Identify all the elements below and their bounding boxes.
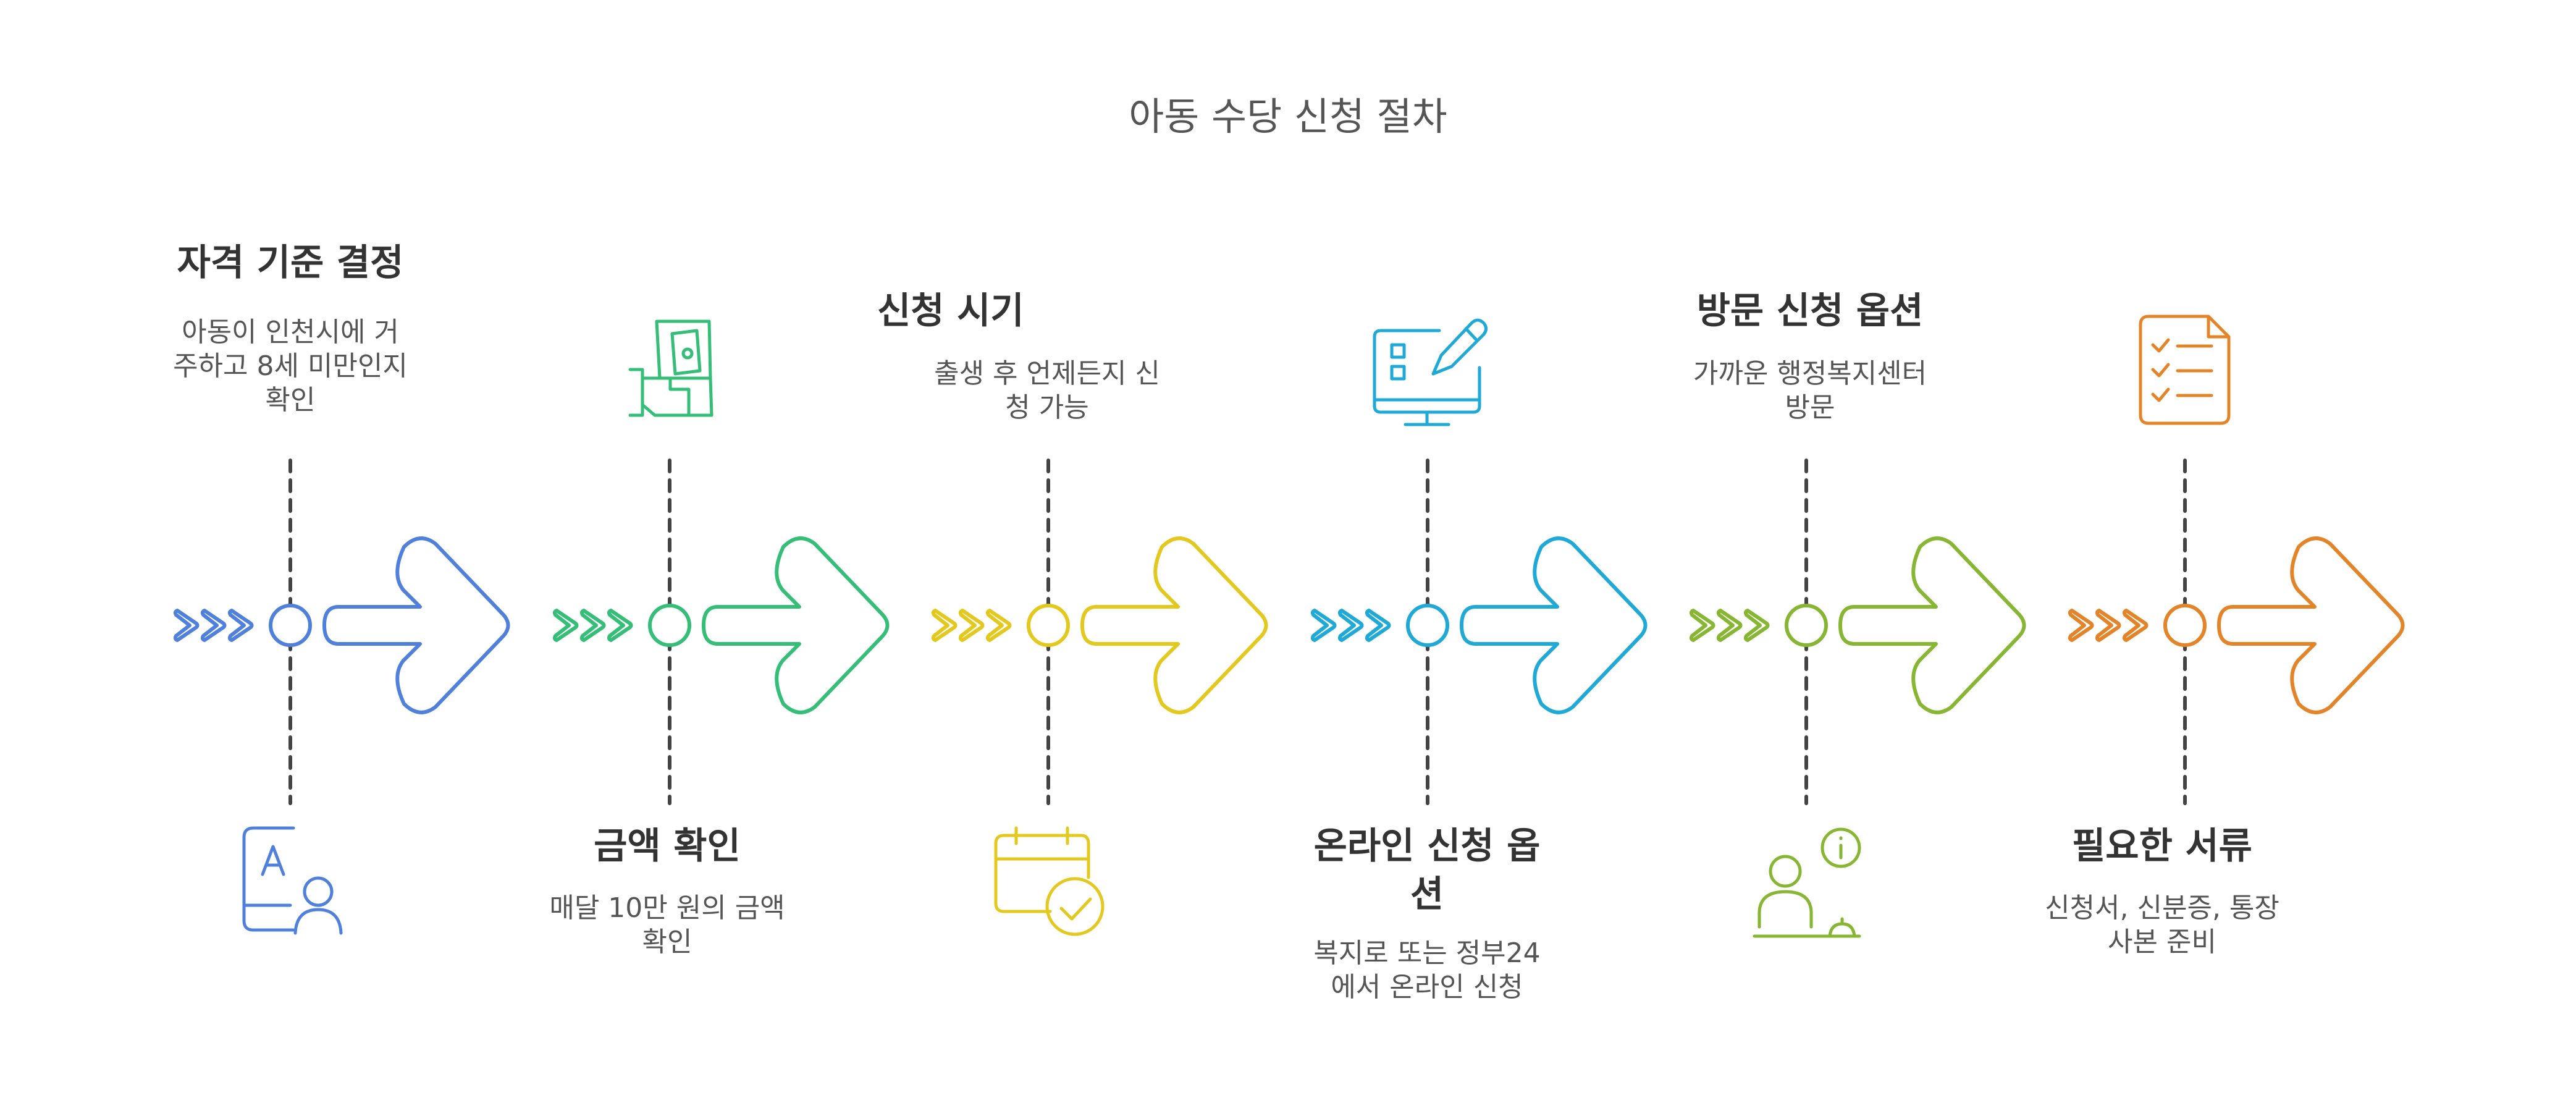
- step-6-node-circle: [2163, 604, 2207, 647]
- chevron-icon: [607, 609, 633, 642]
- step-5-description: 가까운 행정복지센터 방문: [1631, 357, 1989, 425]
- step-5-big-arrow: [1838, 536, 2026, 714]
- step-6-desc-line: 사본 준비: [2108, 926, 2216, 958]
- step-3-title: 신청 시기: [877, 289, 1024, 332]
- chevron-icon: [985, 609, 1012, 642]
- step-3-desc-line: 청 가능: [1005, 392, 1089, 423]
- chevron-icon: [2095, 609, 2121, 642]
- step-6-title: 필요한 서류: [2072, 824, 2252, 867]
- step-1-description: 아동이 인천시에 거 주하고 8세 미만인지 확인: [111, 315, 469, 417]
- step-4-title-line: 온라인 신청 옵: [1313, 824, 1541, 867]
- step-5-desc-line: 방문: [1785, 392, 1835, 423]
- step-3-big-arrow: [1080, 536, 1268, 714]
- chevron-icon: [552, 609, 579, 642]
- step-5-flow: [1689, 459, 2026, 938]
- chevron-icon: [2068, 609, 2094, 642]
- chevron-icon: [227, 609, 254, 642]
- step-2-big-arrow: [702, 536, 890, 714]
- step-2-description: 매달 10만 원의 금액 확인: [488, 891, 846, 959]
- step-4-description: 복지로 또는 정부24 에서 온라인 신청: [1248, 936, 1606, 1004]
- step-4-node-circle: [1406, 604, 1449, 647]
- step-1-node-circle: [269, 604, 312, 647]
- money-hand-icon: [628, 319, 713, 417]
- step-2-desc-line: 확인: [642, 926, 692, 958]
- chevron-icon: [1365, 609, 1391, 642]
- chevron-icon: [200, 609, 227, 642]
- step-6-flow: [2068, 315, 2405, 805]
- chevron-icon: [958, 609, 985, 642]
- step-1-desc-line: 확인: [265, 384, 316, 416]
- chevron-icon: [1743, 609, 1770, 642]
- chevron-icon: [1689, 609, 1715, 642]
- step-2-flow: [552, 319, 890, 805]
- calendar-check-icon: [994, 826, 1105, 936]
- step-5-node-circle: [1785, 604, 1828, 647]
- step-2-title: 금액 확인: [594, 824, 741, 867]
- step-6-big-arrow: [2217, 536, 2405, 714]
- step-2-desc-line: 매달 10만 원의 금액: [549, 892, 785, 924]
- step-3-desc-line: 출생 후 언제든지 신: [934, 358, 1160, 389]
- checklist-icon: [2139, 315, 2231, 425]
- step-1-big-arrow: [322, 536, 510, 714]
- chevron-icon: [579, 609, 606, 642]
- step-1-title: 자격 기준 결정: [177, 241, 404, 284]
- chevron-icon: [931, 609, 958, 642]
- step-5-title: 방문 신청 옵션: [1696, 289, 1924, 332]
- step-4-desc-line: 복지로 또는 정부24: [1313, 937, 1541, 969]
- step-3-description: 출생 후 언제든지 신 청 가능: [868, 357, 1226, 425]
- chevron-icon: [1337, 609, 1364, 642]
- step-6-description: 신청서, 신분증, 통장 사본 준비: [1983, 891, 2341, 959]
- user-card-icon: [242, 826, 343, 935]
- step-2-node-circle: [648, 604, 691, 647]
- step-4-desc-line: 에서 온라인 신청: [1331, 971, 1523, 1003]
- monitor-edit-icon: [1373, 318, 1488, 426]
- step-1-desc-line: 주하고 8세 미만인지: [173, 350, 408, 382]
- step-5-desc-line: 가까운 행정복지센터: [1693, 358, 1927, 389]
- step-3-node-circle: [1027, 604, 1070, 647]
- step-3-flow: [931, 459, 1268, 936]
- reception-info-icon: [1753, 827, 1861, 938]
- step-6-desc-line: 신청서, 신분증, 통장: [2045, 892, 2279, 924]
- step-1-desc-line: 아동이 인천시에 거: [182, 316, 399, 348]
- step-4-flow: [1310, 318, 1648, 805]
- chevron-icon: [173, 609, 200, 642]
- step-4-title: 온라인 신청 옵 션: [1248, 822, 1606, 918]
- chevron-icon: [2122, 609, 2149, 642]
- chevron-icon: [1310, 609, 1337, 642]
- step-1-flow: [173, 459, 510, 935]
- chevron-icon: [1716, 609, 1743, 642]
- page-title: 아동 수당 신청 절차: [1129, 94, 1447, 139]
- step-4-big-arrow: [1460, 536, 1648, 714]
- step-4-title-line: 션: [1410, 873, 1444, 915]
